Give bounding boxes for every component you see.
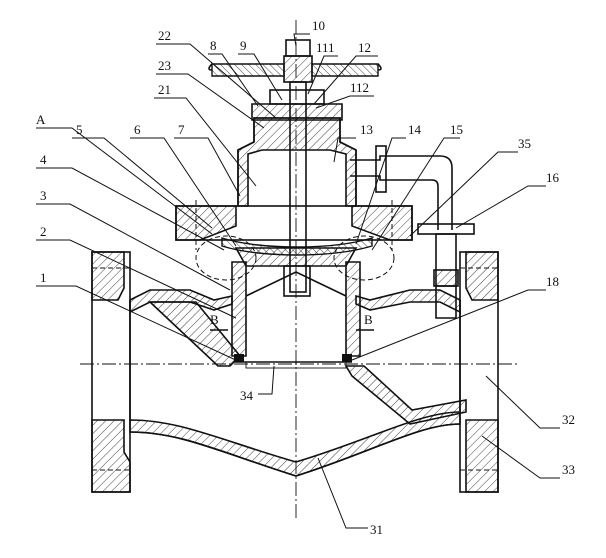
- callout-33: 33: [562, 462, 575, 477]
- callout-8: 8: [210, 38, 217, 53]
- callout-9: 9: [240, 38, 247, 53]
- callout-31: 31: [370, 522, 383, 537]
- callout-34: 34: [240, 388, 254, 403]
- callout-32: 32: [562, 412, 575, 427]
- callout-22: 22: [158, 28, 171, 43]
- callout-A: A: [36, 112, 46, 127]
- bypass-line: [350, 145, 475, 319]
- callout-112: 112: [350, 80, 369, 95]
- callout-111: 111: [316, 40, 335, 55]
- valve-body: [91, 251, 499, 493]
- section-mark-right: B: [364, 312, 373, 327]
- callout-2: 2: [40, 224, 47, 239]
- callout-16: 16: [546, 170, 560, 185]
- callout-35: 35: [518, 136, 531, 151]
- leader-lines: [36, 33, 560, 529]
- callout-6: 6: [134, 122, 141, 137]
- callout-15: 15: [450, 122, 463, 137]
- callout-14: 14: [408, 122, 422, 137]
- section-mark-left: B: [210, 312, 219, 327]
- callout-7: 7: [178, 122, 185, 137]
- callout-13: 13: [360, 122, 373, 137]
- callout-12: 12: [358, 40, 371, 55]
- callout-18: 18: [546, 274, 559, 289]
- callout-23: 23: [158, 58, 171, 73]
- callout-21: 21: [158, 82, 171, 97]
- callout-4: 4: [40, 152, 47, 167]
- section-marks: B B: [210, 312, 374, 331]
- callout-3: 3: [40, 188, 47, 203]
- callout-1: 1: [40, 270, 47, 285]
- callout-labels: 1 2 3 4 A 5 6 7 21 23 22 8 9 10 111 12 1…: [36, 18, 575, 537]
- callout-5: 5: [76, 122, 83, 137]
- callout-10: 10: [312, 18, 325, 33]
